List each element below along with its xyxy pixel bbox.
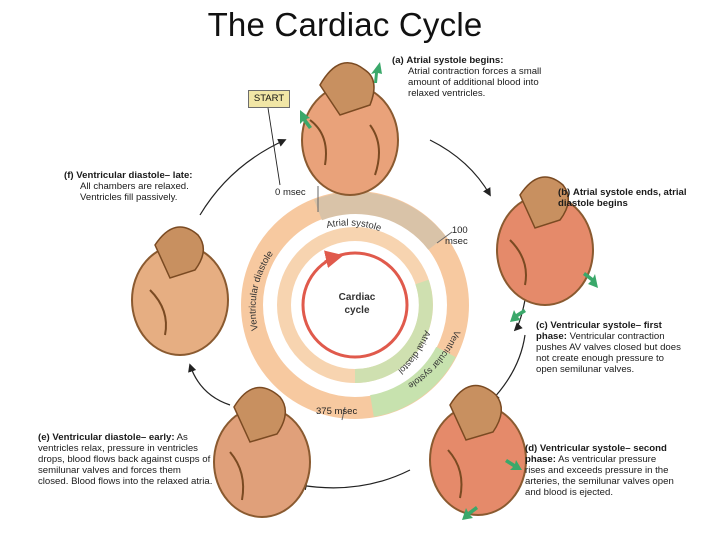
ring-atrial-diastole-band [369, 346, 456, 417]
caption-c: (c) Ventricular systole– first phase: Ve… [536, 320, 681, 375]
arrow-e-to-f [188, 363, 231, 406]
green-arrow-icon [371, 62, 382, 83]
ring-atrial-systole-band [314, 191, 446, 250]
green-arrow-icon [462, 506, 478, 520]
caption-a: (a) Atrial systole begins: Atrial contra… [392, 55, 542, 99]
heart-b [496, 176, 594, 306]
arrow-d-to-e [298, 469, 411, 491]
page-title: The Cardiac Cycle [207, 6, 483, 43]
green-arrow-icon [583, 272, 598, 288]
arrow-c-to-d [490, 334, 526, 402]
start-label: START [248, 90, 290, 108]
tick-100 [436, 231, 453, 244]
green-arrow-icon [300, 110, 312, 129]
caption-e: (e) Ventricular diastole– early: As vent… [38, 432, 213, 487]
ring-ventricular-systole-band [354, 279, 433, 383]
flow-arrows [300, 62, 598, 520]
heart-f [131, 226, 229, 356]
arrow-a-to-b [429, 139, 491, 197]
green-arrow-icon [505, 459, 522, 470]
time-375-label: 375 msec [316, 406, 358, 417]
center-label-2: cycle [344, 305, 369, 316]
caption-b: (b) Atrial systole ends, atrial diastole… [558, 187, 687, 209]
green-arrow-icon [510, 309, 526, 322]
ring [241, 186, 469, 421]
time-0-label: 0 msec [275, 187, 306, 198]
caption-d: (d) Ventricular systole– second phase: A… [525, 443, 674, 498]
heart-d [429, 384, 527, 516]
heart-a [301, 62, 399, 196]
caption-f: (f) Ventricular diastole– late: All cham… [64, 170, 193, 203]
start-pointer [267, 107, 281, 186]
center-label-1: Cardiac [339, 292, 376, 303]
heart-e [213, 386, 311, 518]
inner-cycle-ring [301, 251, 409, 359]
tick-375 [341, 406, 346, 421]
